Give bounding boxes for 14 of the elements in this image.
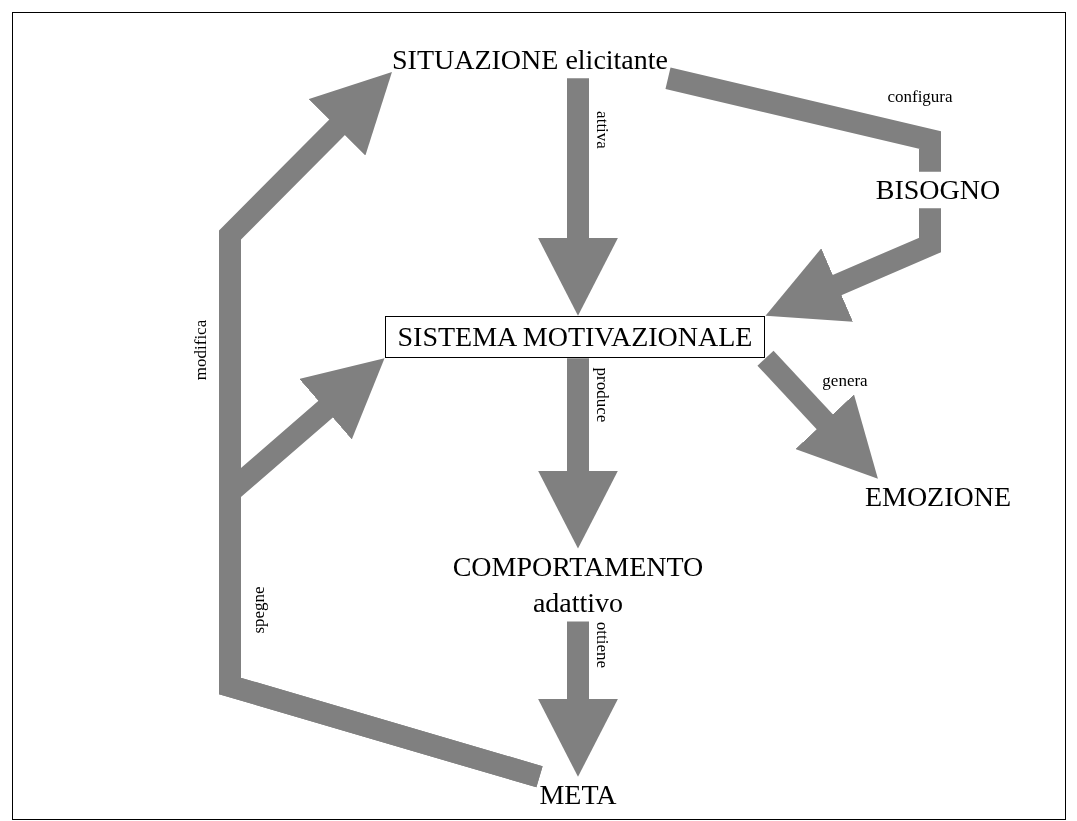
- process-box: SISTEMA MOTIVAZIONALE: [384, 315, 766, 359]
- concept-label: EMOZIONE: [864, 478, 1012, 516]
- thick-arrow: [538, 621, 618, 777]
- concept-label: BISOGNO: [875, 171, 1001, 209]
- edge-label: modifica: [191, 318, 209, 382]
- edge-label: produce: [593, 366, 611, 424]
- thick-arrow: [757, 350, 878, 479]
- concept-label: COMPORTAMENTO adattivo: [428, 548, 728, 622]
- concept-label: META: [539, 776, 617, 814]
- thick-arrow: [219, 358, 543, 788]
- thick-arrow: [538, 78, 618, 316]
- thick-arrow: [538, 358, 618, 549]
- edge-label: configura: [886, 87, 954, 105]
- concept-label: SITUAZIONE elicitante: [392, 41, 668, 79]
